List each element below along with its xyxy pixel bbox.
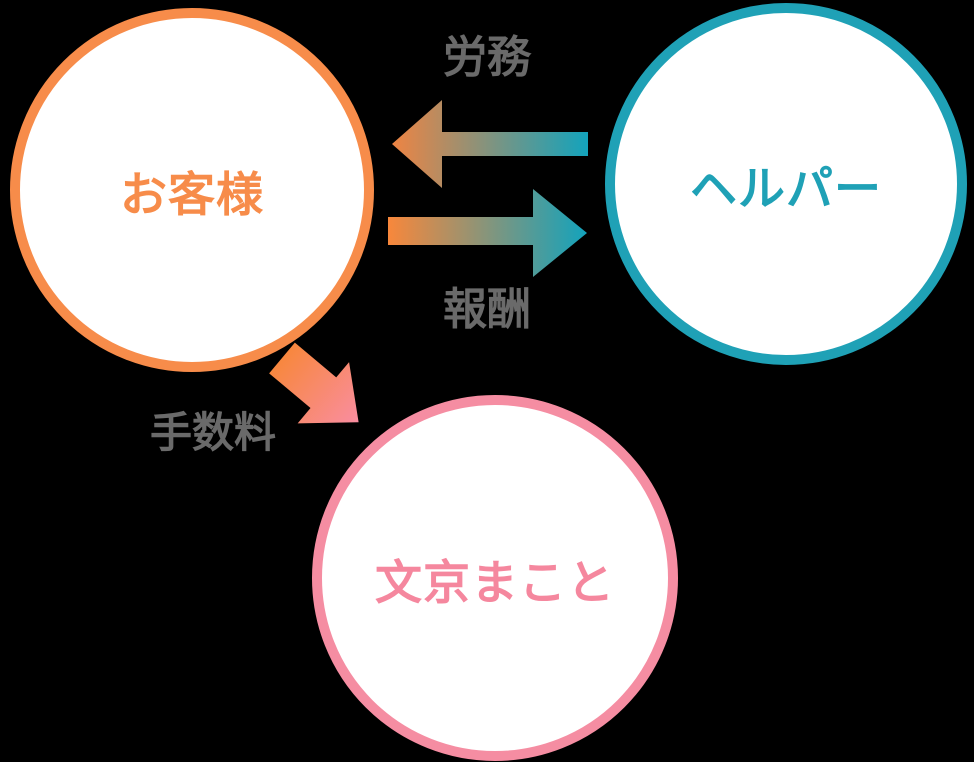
labor-edge-label: 労務 bbox=[443, 33, 531, 82]
node-customer: お客様 bbox=[10, 8, 374, 372]
node-makoto-label: 文京まこと bbox=[375, 555, 615, 609]
labor-arrow bbox=[392, 100, 588, 188]
node-helper: ヘルパー bbox=[605, 3, 967, 365]
reward-edge-label: 報酬 bbox=[443, 285, 531, 334]
fee-edge-label: 手数料 bbox=[149, 409, 276, 456]
reward-arrow bbox=[388, 189, 587, 277]
node-customer-label: お客様 bbox=[120, 167, 264, 221]
node-makoto: 文京まこと bbox=[312, 395, 678, 761]
node-helper-label: ヘルパー bbox=[690, 161, 882, 215]
